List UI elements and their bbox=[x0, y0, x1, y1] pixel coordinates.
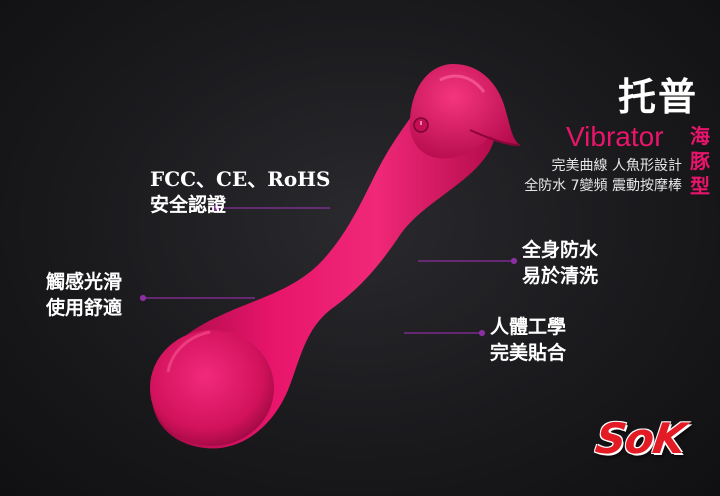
feature-waterproof: 全身防水 易於清洗 bbox=[522, 237, 598, 289]
feature-line: 人體工學 bbox=[490, 316, 567, 338]
description-line: 完美曲線 人魚形設計 bbox=[551, 158, 682, 174]
brand-description: 完美曲線 人魚形設計 全防水 7變頻 震動按摩棒 bbox=[524, 156, 682, 196]
feature-touch: 觸感光滑 使用舒適 bbox=[46, 269, 122, 321]
sok-logo: SoK bbox=[592, 414, 689, 463]
vertical-char: 型 bbox=[690, 174, 710, 198]
product-head bbox=[409, 63, 520, 159]
feature-line: 使用舒適 bbox=[46, 297, 123, 319]
vertical-char: 豚 bbox=[690, 149, 710, 173]
description-line: 全防水 7變頻 震動按摩棒 bbox=[524, 178, 682, 194]
callout-lines bbox=[139, 204, 518, 337]
feature-line: 易於清洗 bbox=[522, 265, 599, 287]
feature-certification: FCC、CE、RoHS 安全認證 bbox=[150, 166, 331, 218]
vertical-char: 海 bbox=[690, 124, 710, 148]
brand-title: 托普 bbox=[617, 75, 698, 119]
feature-line: 完美貼合 bbox=[490, 342, 567, 364]
feature-line: 全身防水 bbox=[522, 239, 599, 261]
feature-line: FCC、CE、RoHS bbox=[150, 167, 331, 191]
feature-line: 安全認證 bbox=[150, 194, 227, 216]
feature-ergonomic: 人體工學 完美貼合 bbox=[490, 314, 566, 366]
brand-vertical-text: 海 豚 型 bbox=[688, 124, 712, 199]
product-bulb bbox=[150, 330, 274, 446]
brand-subtitle: Vibrator bbox=[566, 121, 664, 152]
feature-line: 觸感光滑 bbox=[46, 271, 123, 293]
